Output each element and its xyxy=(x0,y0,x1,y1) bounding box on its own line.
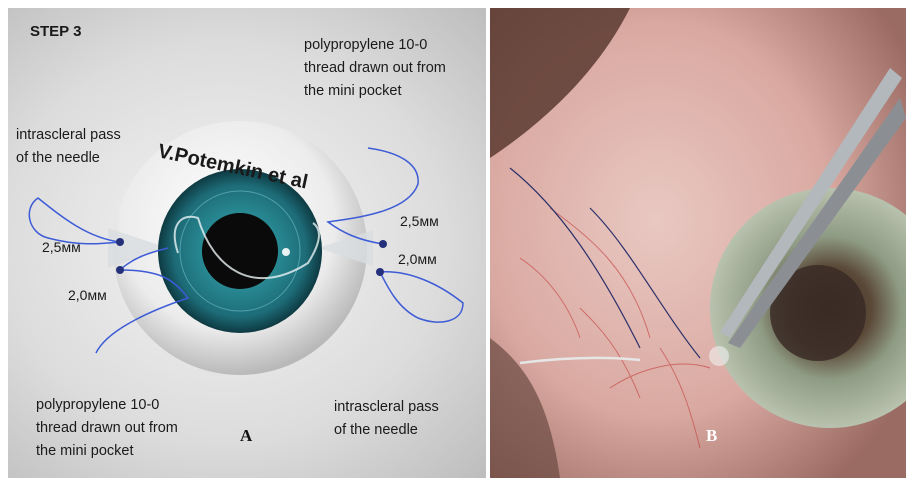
label-thread-bottom-left: polypropylene 10-0 thread drawn out from… xyxy=(36,394,178,463)
measure-left-bottom: 2,0мм xyxy=(68,284,107,307)
surgical-photo-panel-b: B xyxy=(490,8,906,478)
measure-right-bottom: 2,0мм xyxy=(398,248,437,271)
label-intrascleral-bottom-right: intrascleral pass of the needle xyxy=(334,396,439,442)
label-thread-top-right: polypropylene 10-0 thread drawn out from… xyxy=(304,34,446,103)
step-title: STEP 3 xyxy=(30,20,81,43)
measure-left-top: 2,5мм xyxy=(42,236,81,259)
measure-right-top: 2,5мм xyxy=(400,210,439,233)
panel-letter-a: A xyxy=(240,426,252,446)
surgical-photo xyxy=(490,8,906,478)
label-intrascleral-top-left: intrascleral pass of the needle xyxy=(16,124,121,170)
panel-letter-b: B xyxy=(706,426,717,446)
diagram-panel-a: STEP 3 polypropylene 10-0 thread drawn o… xyxy=(8,8,486,478)
